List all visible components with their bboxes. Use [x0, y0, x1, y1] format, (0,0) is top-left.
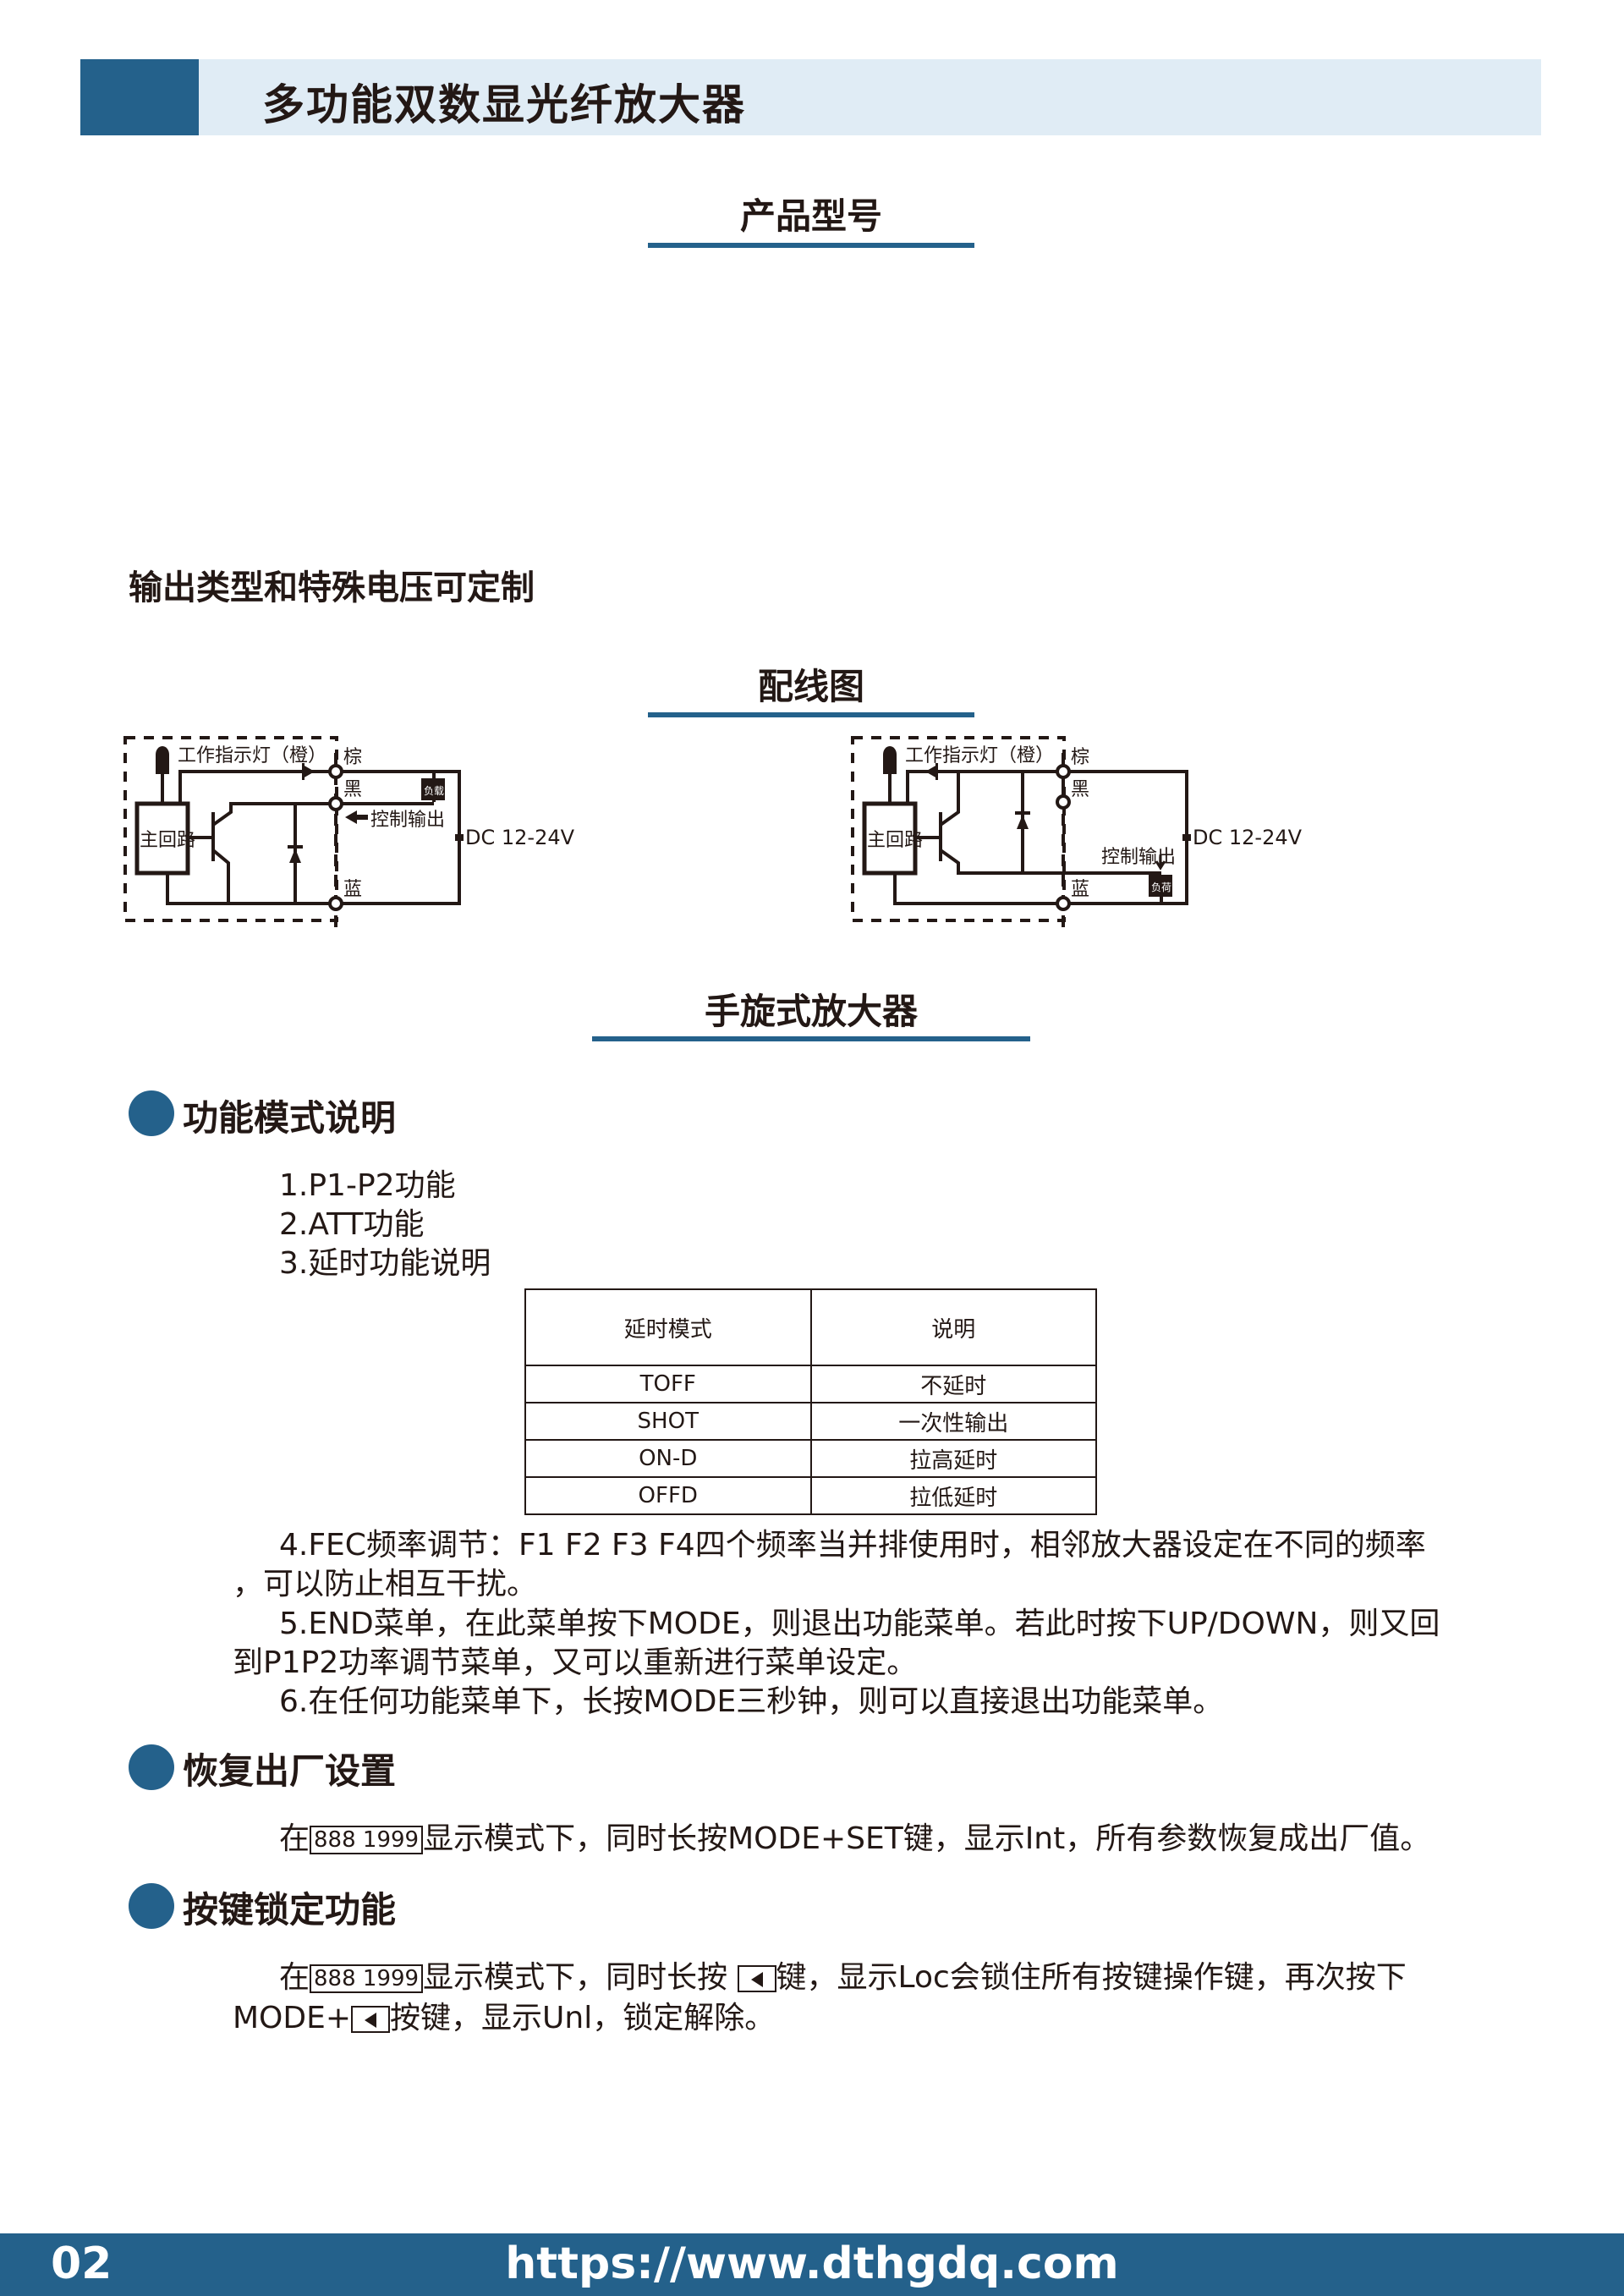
paragraph-fec: 4.FEC频率调节：F1 F2 F3 F4四个频率当并排使用时，相邻放大器设定在… — [279, 1528, 1426, 1563]
control-output-label: 控制输出 — [370, 810, 445, 831]
header-accent-block — [80, 59, 199, 135]
page-number: 02 — [51, 2238, 112, 2289]
paragraph-fec-cont: ，可以防止相互干扰。 — [233, 1567, 538, 1601]
paragraph-exit: 6.在任何功能菜单下，长按MODE三秒钟，则可以直接退出功能菜单。 — [279, 1684, 1224, 1719]
indicator-label: 工作指示灯（橙） — [905, 745, 1054, 766]
table-cell: SHOT — [524, 1402, 812, 1441]
custom-note: 输出类型和特殊电压可定制 — [129, 569, 535, 607]
main-circuit-label: 主回路 — [867, 830, 923, 851]
table-cell: ON-D — [524, 1439, 812, 1478]
list-item: 2.ATT功能 — [279, 1207, 425, 1242]
supply-label: DC 12-24V — [1193, 826, 1303, 849]
wire-brown-label: 棕 — [1071, 747, 1089, 768]
wiring-diagram-pnp: 负荷 工作指示灯（橙） 主回路 棕 黑 蓝 控制输出 DC 12-24V — [851, 736, 1303, 931]
table-header: 延时模式 — [524, 1288, 812, 1366]
supply-label: DC 12-24V — [465, 826, 575, 849]
display-indicator: 888 1999 — [310, 1964, 424, 1993]
table-cell: 一次性输出 — [809, 1402, 1097, 1441]
wire-black-label: 黑 — [343, 779, 362, 800]
text: 在 — [279, 1960, 310, 1995]
table-header: 说明 — [809, 1288, 1097, 1366]
footer-bar — [0, 2233, 1624, 2296]
text: 显示模式下，同时长按 — [423, 1960, 728, 1995]
heading-factory-reset: 恢复出厂设置 — [183, 1750, 397, 1792]
heading-key-lock: 按键锁定功能 — [183, 1889, 397, 1931]
section-title-model: 产品型号 — [739, 195, 882, 237]
paragraph-end: 5.END菜单，在此菜单按下MODE，则退出功能菜单。若此时按下UP/DOWN，… — [279, 1607, 1440, 1641]
section-underline — [592, 1036, 1030, 1041]
wire-brown-label: 棕 — [343, 747, 362, 768]
left-key-icon — [737, 1965, 776, 1992]
text: 在 — [279, 1821, 310, 1856]
footer-url-link[interactable]: https://www.dthgdq.com — [505, 2238, 1119, 2289]
wire-blue-label: 蓝 — [343, 879, 362, 900]
table-cell: 拉高延时 — [809, 1439, 1097, 1478]
wire-black-label: 黑 — [1071, 779, 1089, 800]
wire-blue-label: 蓝 — [1071, 879, 1089, 900]
text: 键，显示Loc会锁住所有按键操作键，再次按下 — [776, 1960, 1407, 1995]
bullet-icon — [129, 1883, 174, 1929]
list-item: 3.延时功能说明 — [279, 1246, 491, 1281]
paragraph-key-lock-cont: MODE+ 按键，显示Unl，锁定解除。 — [233, 1993, 775, 2037]
section-title-wiring: 配线图 — [757, 666, 864, 707]
paragraph-end-cont: 到P1P2功率调节菜单，又可以重新进行菜单设定。 — [233, 1645, 918, 1680]
table-cell: TOFF — [524, 1365, 812, 1403]
bullet-icon — [129, 1744, 174, 1790]
bullet-icon — [129, 1090, 174, 1136]
load-label: 负荷 — [1151, 882, 1171, 893]
table-cell: 不延时 — [809, 1365, 1097, 1403]
section-underline — [648, 712, 974, 717]
left-key-icon — [351, 2006, 391, 2033]
section-underline — [648, 243, 974, 248]
main-circuit-label: 主回路 — [140, 830, 195, 851]
display-indicator: 888 1999 — [310, 1826, 424, 1854]
text: MODE+ — [233, 2001, 352, 2035]
page-title: 多功能双数显光纤放大器 — [262, 80, 746, 129]
wiring-diagram-npn: 负载 工作指示灯（橙） 主回路 棕 黑 蓝 控制输出 DC 12-24V — [123, 736, 575, 931]
control-output-label: 控制输出 — [1101, 847, 1176, 868]
header-band — [80, 59, 1541, 135]
section-title-knob: 手旋式放大器 — [704, 991, 918, 1032]
text: 按键，显示Unl，锁定解除。 — [390, 2001, 776, 2035]
heading-function-modes: 功能模式说明 — [183, 1097, 397, 1139]
load-label: 负载 — [424, 785, 444, 797]
indicator-label: 工作指示灯（橙） — [178, 745, 326, 766]
table-cell: 拉低延时 — [809, 1476, 1097, 1515]
list-item: 1.P1-P2功能 — [279, 1168, 456, 1203]
text: 显示模式下，同时长按MODE+SET键，显示Int，所有参数恢复成出厂值。 — [423, 1821, 1431, 1856]
table-cell: OFFD — [524, 1476, 812, 1515]
